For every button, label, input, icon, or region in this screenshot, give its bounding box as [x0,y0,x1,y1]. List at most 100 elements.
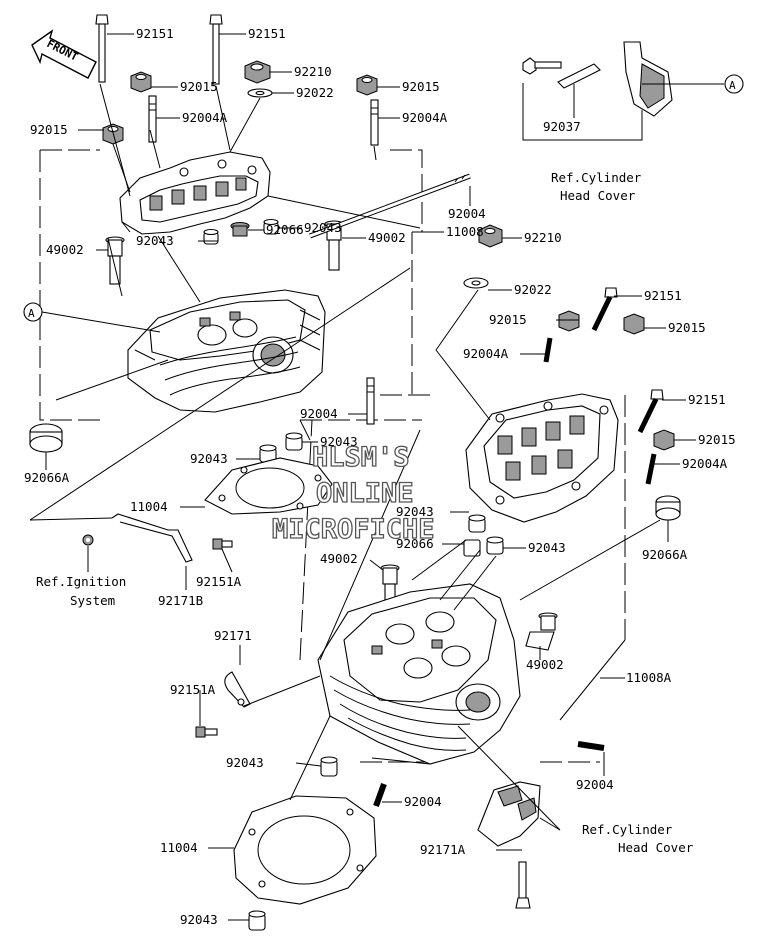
front-cylinder-head-assembly [195,419,626,931]
ignition-bracket-92171b [82,513,193,563]
cylinder-head-11008 [127,289,326,413]
label-92022-a: 92022 [296,85,334,100]
label-11004-a: 11004 [130,499,168,514]
label-92015-b: 92015 [402,79,440,94]
label-11004-b: 11004 [160,840,198,855]
label-92151-c: 92151 [644,288,682,303]
label-92043-d: 92043 [190,451,228,466]
label-92015-d: 92015 [489,312,527,327]
assembly-frames [39,149,626,763]
cylinder-head-11008a [317,583,521,765]
nut-92015-a [130,71,152,93]
label-92210-b: 92210 [524,230,562,245]
cover-bracket-92171a [477,781,541,909]
label-92043-b: 92043 [136,233,174,248]
label-system: System [70,593,115,608]
washer-92022-right [463,277,489,289]
dowel-92043-bottom [248,910,266,931]
stud-92004a-left [148,95,157,143]
watermark-line-3: MICROFICHE [272,514,435,545]
plug-92066a-right [655,495,681,521]
dowel-92043-lower [320,756,338,777]
label-92015-a: 92015 [180,79,218,94]
label-92066-b: 92066 [396,536,434,551]
label-92171b: 92171B [158,593,203,608]
bolt-92151a-lower [195,726,218,738]
ref-cylinder-head-cover-upper [522,41,673,141]
nut-92210 [244,60,271,84]
bolt-92151a-upper [212,538,233,550]
bolt-92151-right-b [637,389,664,434]
stud-92004a-right-a [543,337,553,363]
watermark: HLSM'S ONLINE MICROFICHE [271,441,435,545]
label-92151-d: 92151 [688,392,726,407]
label-92043-g: 92043 [226,755,264,770]
label-92043-c: 92043 [320,434,358,449]
nut-92015-right-c [653,429,675,451]
label-92004a-c: 92004A [463,346,509,361]
label-head-cover-lower: Head Cover [618,840,694,855]
nut-92210-right [478,224,503,248]
valve-guide-49002-lower-right [525,612,558,651]
label-49002-b: 49002 [368,230,406,245]
label-92004-a: 92004 [448,206,486,221]
rear-cylinder-head-assembly [29,14,471,563]
stud-92004-short-upper [366,377,375,425]
valve-guide-49002-left [105,236,125,285]
label-ref-cylinder-upper: Ref.Cylinder [551,170,642,185]
label-92171: 92171 [214,628,252,643]
nut-92015-right-b [623,313,645,335]
watermark-line-2: ONLINE [316,478,414,509]
front-cylinder-head-upper-part [463,224,681,557]
bolt-92151-right-a [591,287,618,332]
part-labels: 92151 92151 92210 92015 92015 92022 9200… [24,26,736,927]
label-11008: 11008 [446,224,484,239]
label-92066a-b: 92066A [642,547,688,562]
label-92151-a: 92151 [136,26,174,41]
stud-92004a-right-b [645,453,657,485]
cylinder-head-upper-part [119,151,271,235]
label-92015-f: 92015 [698,432,736,447]
label-92004-c: 92004 [576,777,614,792]
stud-92004-lower-a [373,782,387,808]
label-92043-e: 92043 [396,504,434,519]
svg-text:A: A [729,79,736,92]
bolt-92151-left [95,14,109,83]
watermark-line-1: HLSM'S [312,442,410,473]
label-49002-c: 49002 [320,551,358,566]
label-92151a-b: 92151A [170,682,216,697]
ref-a-left: A [23,302,43,322]
ref-a-upper: A [724,74,744,94]
label-92151-b: 92151 [248,26,286,41]
label-92004a-b: 92004A [402,110,448,125]
svg-text:A: A [28,307,35,320]
dowel-92043-upper-a [263,218,279,235]
label-49002-d: 49002 [526,657,564,672]
head-gasket-11004-lower [233,795,377,905]
plug-92066 [230,222,250,237]
leader-lines [29,33,724,921]
label-92022-b: 92022 [514,282,552,297]
head-gasket-11004-upper [204,457,333,515]
label-92004a-d: 92004A [682,456,728,471]
cylinder-head-front-upper-body [465,393,619,523]
dowel-92043-mid-b [285,432,303,451]
label-92043-a: 92043 [304,220,342,235]
dowel-92043-upper-b [203,228,219,245]
label-head-cover-upper: Head Cover [560,188,636,203]
label-92171a: 92171A [420,842,466,857]
label-ref-cylinder-lower: Ref.Cylinder [582,822,673,837]
label-92037: 92037 [543,119,581,134]
stud-92004-long [309,173,471,239]
label-92066a-a: 92066A [24,470,70,485]
plug-92066a-left [29,423,63,453]
dowel-92043-right-a [468,514,486,533]
label-92004-d: 92004 [404,794,442,809]
stud-92004a-right [370,99,379,146]
bolt-92037 [522,57,601,89]
label-11008a: 11008A [626,670,672,685]
dowel-92043-mid-a [259,444,277,463]
label-92210-a: 92210 [294,64,332,79]
label-49002-a: 49002 [46,242,84,257]
washer-92022 [247,88,273,98]
